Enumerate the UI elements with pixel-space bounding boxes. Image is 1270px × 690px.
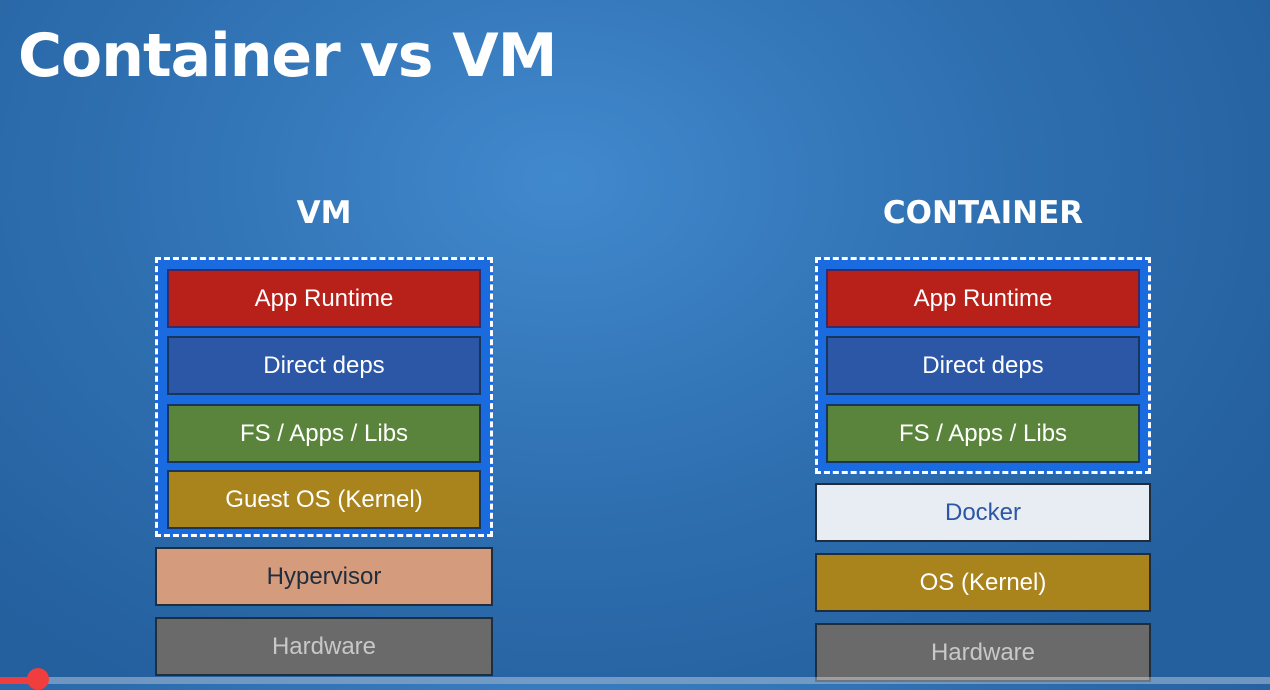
container-layer-docker: Docker xyxy=(815,483,1151,542)
container-layer-os-kernel: OS (Kernel) xyxy=(815,553,1151,612)
vm-layer-hypervisor: Hypervisor xyxy=(155,547,493,606)
vm-heading: VM xyxy=(296,195,352,231)
vm-layer-guest-os: Guest OS (Kernel) xyxy=(167,470,481,529)
video-progress-fill xyxy=(0,677,39,684)
container-layer-direct-deps: Direct deps xyxy=(826,336,1140,395)
vm-layer-app-runtime: App Runtime xyxy=(167,269,481,328)
vm-layer-fs-apps-libs: FS / Apps / Libs xyxy=(167,404,481,463)
container-layer-app-runtime: App Runtime xyxy=(826,269,1140,328)
video-progress-bar[interactable] xyxy=(0,677,1270,684)
video-scrubber-handle[interactable] xyxy=(27,668,49,690)
container-layer-hardware: Hardware xyxy=(815,623,1151,682)
container-layer-fs-apps-libs: FS / Apps / Libs xyxy=(826,404,1140,463)
slide-title: Container vs VM xyxy=(18,21,557,91)
vm-layer-direct-deps: Direct deps xyxy=(167,336,481,395)
container-heading: CONTAINER xyxy=(882,195,1084,231)
vm-layer-hardware: Hardware xyxy=(155,617,493,676)
